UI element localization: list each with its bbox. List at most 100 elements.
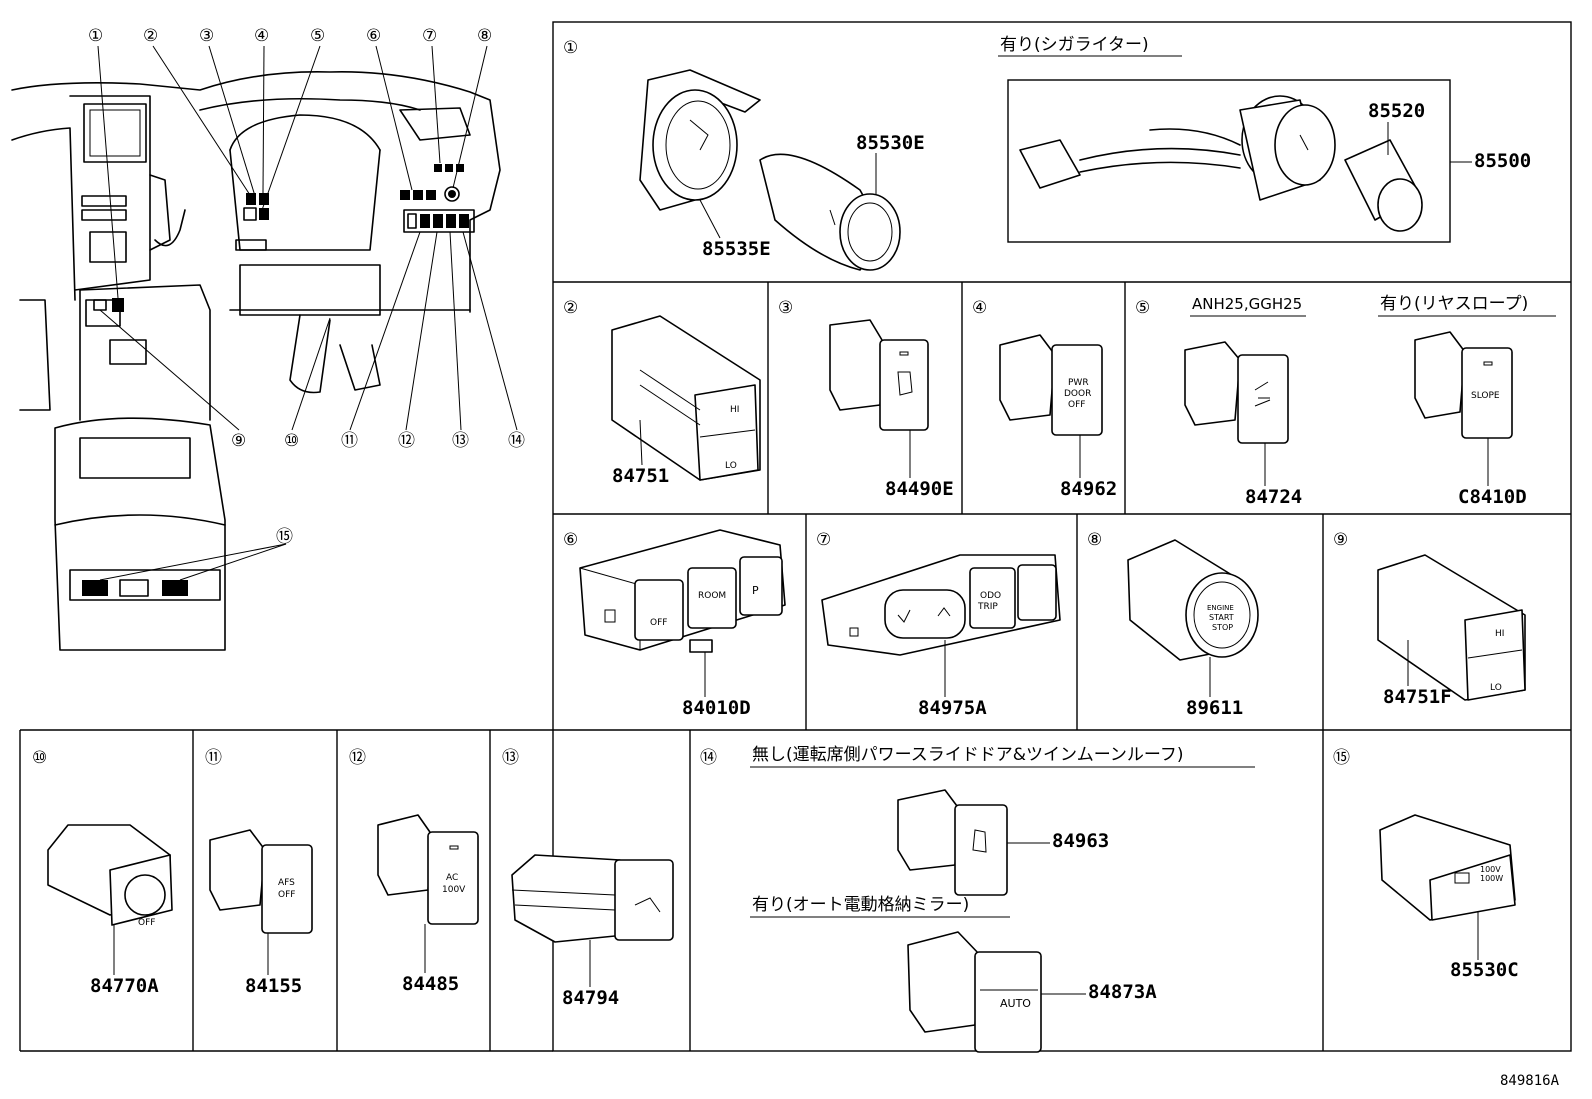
panel-5-note-right: 有り(リヤスロープ) xyxy=(1380,294,1528,314)
panel-7-number: ⑦ xyxy=(816,530,831,550)
part-number-85530E: 85530E xyxy=(856,132,925,154)
panel-3-number: ③ xyxy=(778,298,793,318)
part-number-84724: 84724 xyxy=(1245,486,1302,508)
overview-callout-15: ⑮ xyxy=(276,527,293,547)
panel-1-note: 有り(シガライター) xyxy=(1000,35,1149,55)
panel-12-100v-label: 100V xyxy=(442,885,466,895)
overview-callout-9: ⑨ xyxy=(231,431,246,451)
panel-14-auto-label: AUTO xyxy=(1000,997,1031,1010)
part-number-85535E: 85535E xyxy=(702,238,771,260)
panel-5-slope-label: SLOPE xyxy=(1471,391,1500,401)
part-85520-knob xyxy=(1344,139,1423,232)
panel-2-lo-label: LO xyxy=(725,461,737,471)
part-number-84751F: 84751F xyxy=(1383,686,1452,708)
panel-5-note-left: ANH25,GGH25 xyxy=(1192,295,1302,313)
panel-12-switch: ⑫ AC 100V 84485 xyxy=(349,748,479,995)
panel-11-off-label: OFF xyxy=(278,890,295,900)
overview-callout-10: ⑩ xyxy=(284,431,299,451)
overview-callout-8: ⑧ xyxy=(477,26,492,46)
panel-9-lo-label: LO xyxy=(1490,683,1502,693)
overview-callout-7: ⑦ xyxy=(422,26,437,46)
panel-15-outlet: ⑮ 100V 100W 85530C xyxy=(1333,748,1519,981)
panel-4-number: ④ xyxy=(972,298,987,318)
panel-12-ac-label: AC xyxy=(446,873,458,883)
panel-8-engine-label: ENGINE xyxy=(1207,604,1234,612)
part-number-89611: 89611 xyxy=(1186,697,1243,719)
panel-4-pwr-label: PWR xyxy=(1068,378,1089,388)
part-85535E-socket xyxy=(639,69,761,211)
panel-12-number: ⑫ xyxy=(349,748,366,768)
panel-5-number: ⑤ xyxy=(1135,298,1150,318)
part-85500-lighter-assembly xyxy=(1019,95,1336,201)
panel-11-number: ⑪ xyxy=(205,748,222,768)
panel-14-note-top: 無し(運転席側パワースライドドア&ツインムーンルーフ) xyxy=(752,745,1183,765)
part-number-84010D: 84010D xyxy=(682,697,751,719)
panel-6-p-label: P xyxy=(752,584,759,597)
panel-11-switch: ⑪ AFS OFF 84155 xyxy=(205,748,313,997)
panel-4-off-label: OFF xyxy=(1068,400,1085,410)
overview-callout-1: ① xyxy=(88,26,103,46)
panel-10-off-label: OFF xyxy=(138,918,155,928)
panel-2-switch: ② HI LO 84751 xyxy=(563,298,761,487)
part-number-84485: 84485 xyxy=(402,973,459,995)
panel-6-switch-base: ⑥ OFF ROOM P 84010D xyxy=(563,529,786,719)
panel-14-note-mid: 有り(オート電動格納ミラー) xyxy=(752,895,969,915)
panel-14-switches: ⑭ 無し(運転席側パワースライドドア&ツインムーンルーフ) 84963 有り(オ… xyxy=(700,745,1255,1053)
panel-4-switch: ④ PWR DOOR OFF 84962 xyxy=(972,298,1117,500)
part-number-84873A: 84873A xyxy=(1088,981,1157,1003)
part-number-84155: 84155 xyxy=(245,975,302,997)
overview-callout-14: ⑭ xyxy=(508,431,525,451)
panel-10-number: ⑩ xyxy=(32,748,47,768)
overview-callout-6: ⑥ xyxy=(366,26,381,46)
part-number-85520: 85520 xyxy=(1368,100,1425,122)
panel-8-start-button: ⑧ ENGINE START STOP 89611 xyxy=(1087,530,1259,719)
part-number-84963: 84963 xyxy=(1052,830,1109,852)
panel-4-door-label: DOOR xyxy=(1064,389,1091,399)
panel-9-switch: ⑨ HI LO 84751F xyxy=(1333,530,1526,708)
panel-13-switch: ⑬ 84794 xyxy=(502,748,674,1009)
part-number-C8410D: C8410D xyxy=(1458,486,1527,508)
panel-grid xyxy=(19,21,1572,1052)
panel-8-stop-label: STOP xyxy=(1212,623,1233,632)
overview-callout-2: ② xyxy=(143,26,158,46)
overview-callout-3: ③ xyxy=(199,26,214,46)
panel-2-hi-label: HI xyxy=(730,405,739,415)
panel-15-100w-label: 100W xyxy=(1480,874,1503,883)
panel-15-100v-label: 100V xyxy=(1480,865,1501,874)
part-number-84975A: 84975A xyxy=(918,697,987,719)
panel-13-number: ⑬ xyxy=(502,748,519,768)
part-number-84770A: 84770A xyxy=(90,975,159,997)
part-number-84490E: 84490E xyxy=(885,478,954,500)
panel-6-room-label: ROOM xyxy=(698,591,726,601)
panel-9-hi-label: HI xyxy=(1495,629,1504,639)
panel-5-switches: ⑤ ANH25,GGH25 有り(リヤスロープ) 84724 SLOPE C84… xyxy=(1135,294,1556,508)
overview-callout-11: ⑪ xyxy=(341,431,358,451)
overview-callout-13: ⑬ xyxy=(452,431,469,451)
panel-7-trip-label: TRIP xyxy=(977,602,998,612)
panel-6-off-label: OFF xyxy=(650,618,667,628)
part-number-85500: 85500 xyxy=(1474,150,1531,172)
panel-9-number: ⑨ xyxy=(1333,530,1348,550)
part-number-84794: 84794 xyxy=(562,987,619,1009)
part-number-84751: 84751 xyxy=(612,465,669,487)
dashboard-overview: ① ② ③ ④ ⑤ ⑥ ⑦ ⑧ ⑨ ⑩ ⑪ ⑫ ⑬ ⑭ ⑮ xyxy=(11,26,525,651)
overview-callout-5: ⑤ xyxy=(310,26,325,46)
part-number-85530C: 85530C xyxy=(1450,959,1519,981)
part-number-84962: 84962 xyxy=(1060,478,1117,500)
part-85530E-element xyxy=(759,153,901,271)
panel-14-number: ⑭ xyxy=(700,748,717,768)
panel-3-switch: ③ 84490E xyxy=(778,298,954,500)
panel-8-start-label: START xyxy=(1209,613,1234,622)
panel-6-number: ⑥ xyxy=(563,530,578,550)
panel-7-odo-label: ODO xyxy=(980,591,1001,601)
overview-callout-12: ⑫ xyxy=(398,431,415,451)
overview-callout-4: ④ xyxy=(254,26,269,46)
panel-10-switch: ⑩ OFF 84770A xyxy=(32,748,173,997)
diagram-code: 849816A xyxy=(1500,1073,1560,1089)
panel-1-cigarette-lighter: ① 有り(シガライター) 85530E 85535E xyxy=(563,35,1531,271)
panel-15-number: ⑮ xyxy=(1333,748,1350,768)
panel-7-switch-base: ⑦ ODO TRIP 84975A xyxy=(816,530,1061,719)
panel-1-number: ① xyxy=(563,38,578,58)
panel-8-number: ⑧ xyxy=(1087,530,1102,550)
